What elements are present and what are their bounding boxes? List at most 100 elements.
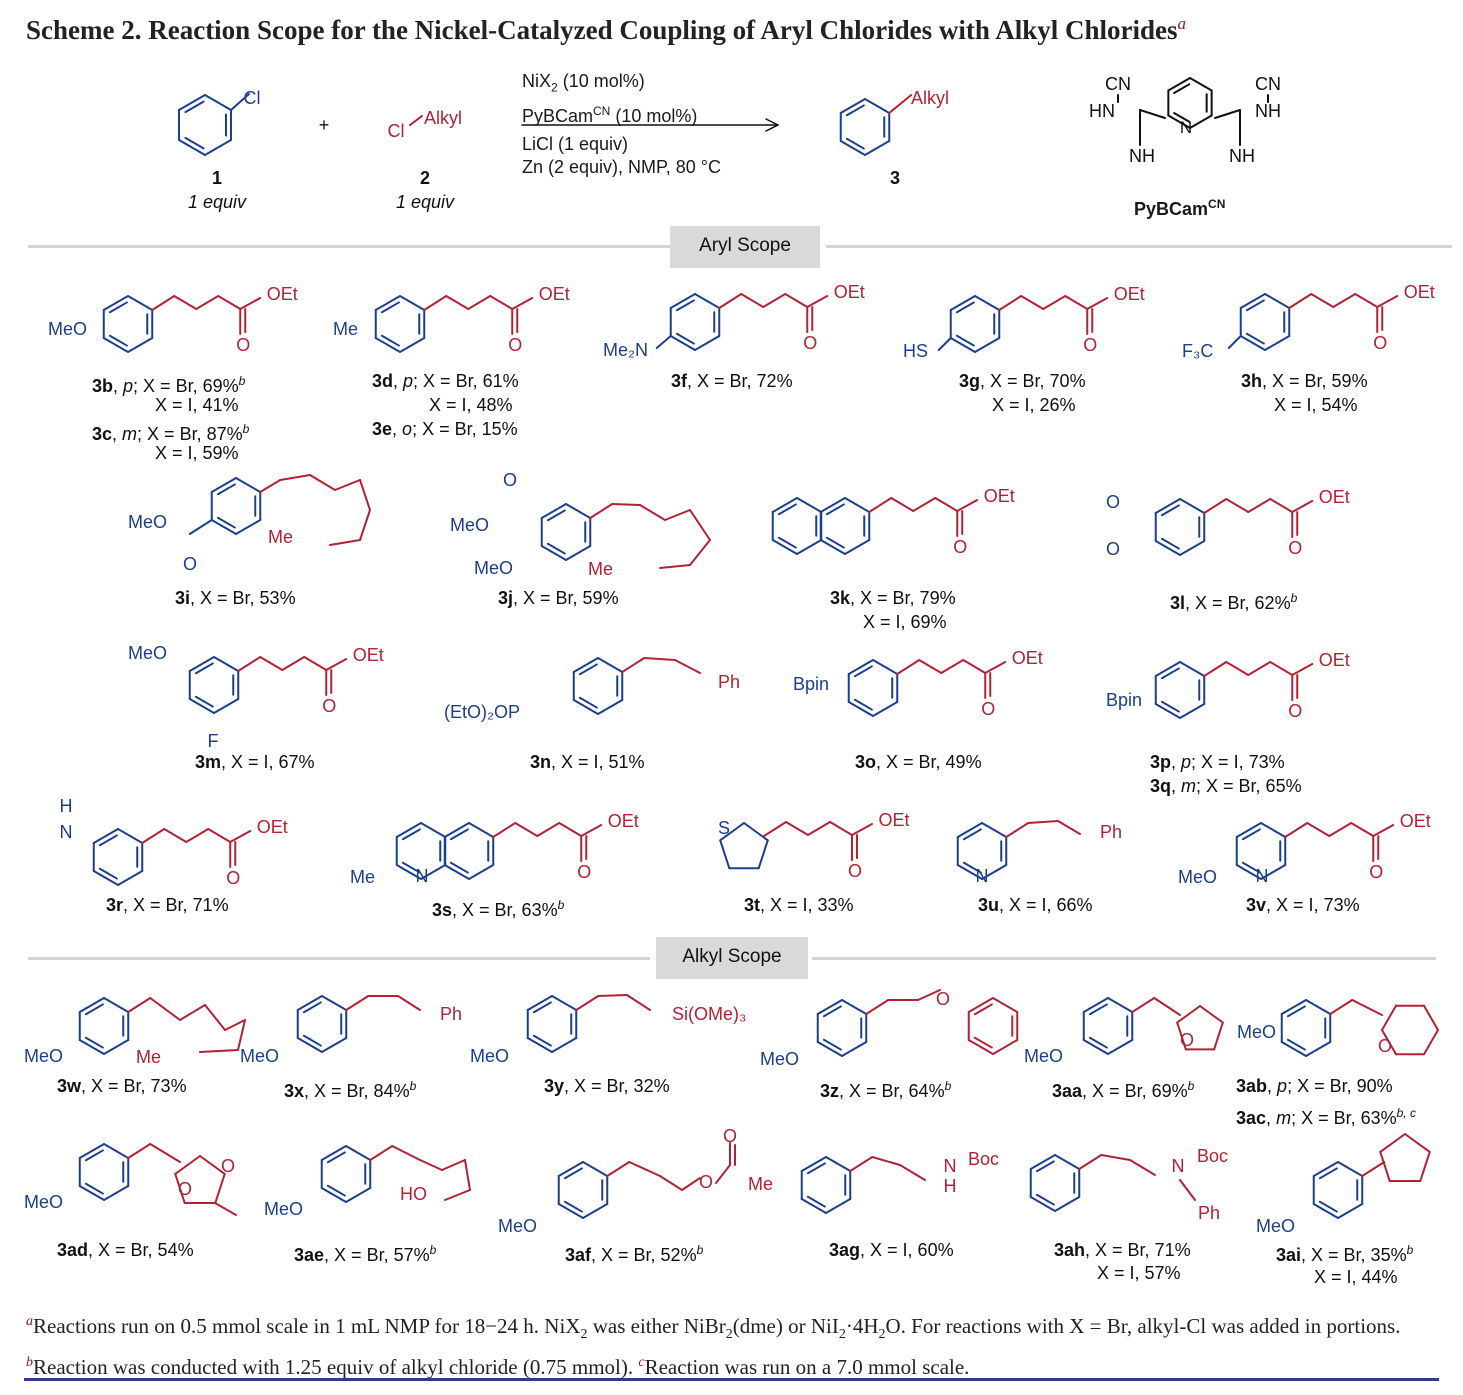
bond [1227, 335, 1242, 349]
bond [229, 93, 250, 111]
compound-caption: 3o, X = Br, 49% [855, 752, 982, 772]
scheme-footnotes: aReactions run on 0.5 mmol scale in 1 mL… [26, 1314, 1401, 1380]
atom-label: OEt [878, 810, 909, 830]
bond [719, 822, 745, 842]
bond [847, 701, 874, 717]
atom-label: MeO [240, 1046, 279, 1066]
bond [185, 828, 210, 843]
atom-label: OEt [608, 811, 639, 831]
bond [940, 659, 965, 674]
atom-label: Me [748, 1174, 773, 1194]
atom-label: MeO [474, 558, 513, 578]
bond [853, 665, 873, 678]
bond [871, 1156, 901, 1166]
bond [173, 295, 198, 310]
bond [374, 337, 401, 353]
bond [655, 335, 672, 349]
bond [1337, 1161, 1364, 1177]
bond [320, 1187, 347, 1203]
bond [1154, 661, 1181, 677]
bond [888, 94, 913, 114]
bond [1199, 1005, 1224, 1024]
bond [807, 821, 831, 836]
bond [207, 828, 232, 843]
atom-label: Me [333, 319, 358, 339]
bond [967, 997, 994, 1013]
atom-label: Alkyl [424, 108, 462, 128]
atom-label: O [226, 868, 240, 888]
compound-caption: 3ah, X = Br, 71% [1054, 1240, 1191, 1260]
bond [239, 297, 262, 310]
compound-caption: X = I, 41% [155, 395, 239, 415]
bond [1379, 1150, 1391, 1183]
atom-label: HN [1089, 101, 1115, 121]
atom-label: N [416, 866, 429, 886]
atom-label: OEt [1400, 811, 1431, 831]
aryl-scope-rule-right [826, 245, 1452, 248]
atom-label: H [944, 1176, 957, 1196]
scheme-title: Scheme 2. Reaction Scope for the Nickel-… [26, 14, 1186, 45]
compound-caption: 3ac, m; X = Br, 63%b, c [1236, 1106, 1416, 1128]
bond [1179, 498, 1206, 514]
atom-label: N [976, 866, 989, 886]
atom-label: OEt [353, 645, 384, 665]
bond [659, 1175, 683, 1191]
bond [1225, 661, 1250, 676]
reactant-2-equiv: 1 equiv [395, 192, 455, 212]
bond [762, 293, 787, 308]
bond [582, 1203, 609, 1219]
bond [575, 995, 600, 1011]
bond [321, 995, 348, 1011]
bond [235, 477, 262, 493]
bond [1167, 114, 1191, 129]
bond [1291, 500, 1314, 513]
compound-caption: 3g, X = Br, 70% [959, 371, 1086, 391]
bond [949, 337, 976, 353]
bond [174, 1172, 186, 1205]
bond [194, 662, 214, 675]
bond [557, 1161, 584, 1177]
bond [626, 994, 651, 1011]
atom-label: O [1288, 701, 1302, 721]
compound-caption: X = I, 57% [1097, 1263, 1181, 1283]
bond [204, 139, 232, 156]
alkyl-scope-rule-left [28, 957, 650, 960]
bond [796, 497, 823, 513]
bond [1029, 1154, 1056, 1170]
compound-caption: 3w, X = Br, 73% [57, 1076, 187, 1096]
bond [210, 519, 237, 535]
bond [210, 477, 237, 493]
bond [546, 542, 566, 555]
bond [1064, 295, 1089, 310]
bond [127, 337, 154, 353]
bond [572, 657, 599, 673]
atom-label: MeO [264, 1199, 303, 1219]
atom-label: O [183, 554, 197, 574]
bond [1306, 822, 1331, 837]
bond [849, 1156, 874, 1172]
bond [303, 656, 328, 671]
bond [526, 1037, 553, 1053]
bond [956, 499, 979, 512]
compound-caption: 3p, p; X = I, 73% [1150, 752, 1285, 772]
compound-caption: 3v, X = I, 73% [1246, 895, 1360, 915]
compound-caption: X = I, 69% [863, 612, 947, 632]
bond [536, 822, 561, 837]
bond [563, 1200, 583, 1213]
atom-label: O [1106, 539, 1120, 559]
compound-caption: 3n, X = I, 51% [530, 752, 645, 772]
compound-caption: 3k, X = Br, 79% [830, 588, 956, 608]
atom-label: Bpin [1106, 690, 1142, 710]
bond [84, 1182, 104, 1195]
bond [974, 337, 1001, 353]
compound-caption: X = I, 48% [429, 395, 513, 415]
bond [149, 1143, 181, 1163]
atom-label: Me [136, 1047, 161, 1067]
bond [1354, 293, 1379, 308]
bond [819, 497, 846, 513]
bond [1029, 1196, 1056, 1212]
atom-label: F [208, 731, 219, 751]
bond [694, 293, 721, 309]
bond [204, 94, 232, 111]
